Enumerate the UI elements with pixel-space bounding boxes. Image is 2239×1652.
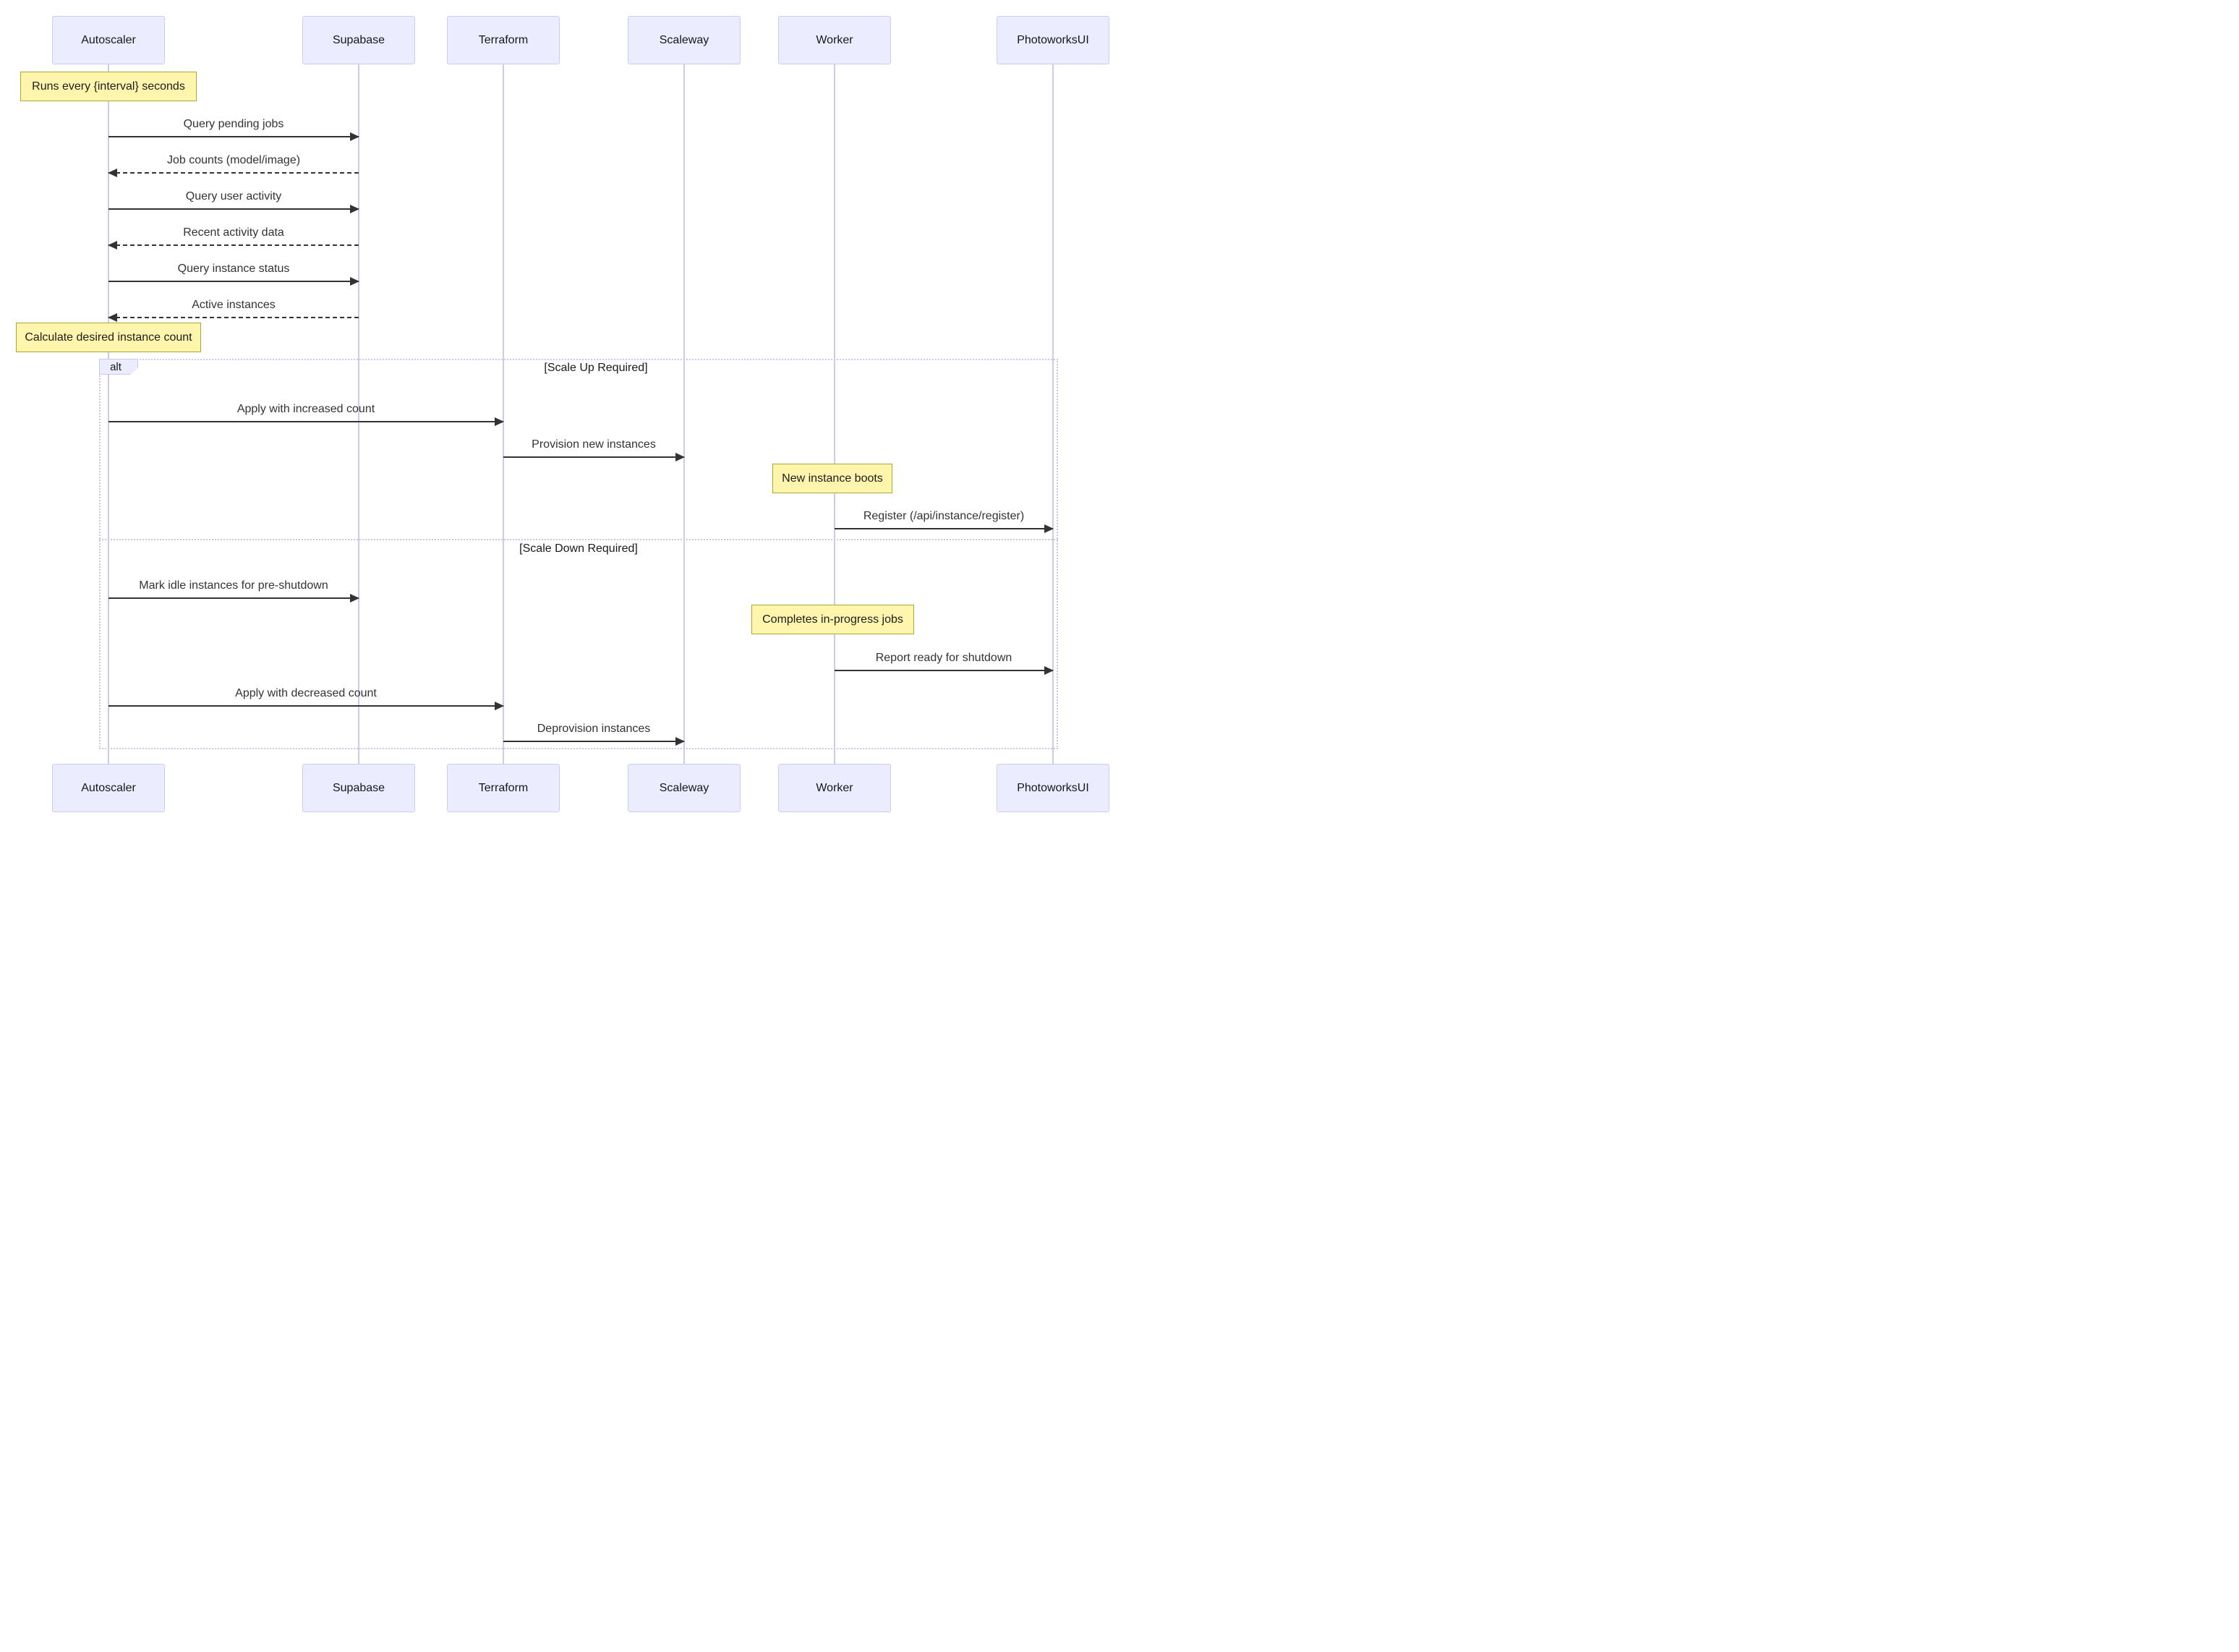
arrow-dashed: [108, 241, 359, 250]
sequence-diagram: alt [Scale Up Required] [Scale Down Requ…: [0, 0, 1120, 826]
message-label: Apply with increased count: [236, 403, 375, 415]
alt-divider: [99, 539, 1058, 540]
alt-frame-label: alt: [99, 359, 138, 375]
message-query-pending-jobs: Query pending jobs: [108, 117, 359, 141]
participant-top-photoworksui: PhotoworksUI: [997, 16, 1109, 64]
message-label: Provision new instances: [532, 438, 656, 451]
message-label: Report ready for shutdown: [875, 652, 1012, 664]
arrowhead-right-icon: [675, 453, 685, 461]
message-label: Query pending jobs: [183, 118, 284, 130]
note-calculate-desired-count: Calculate desired instance count: [16, 323, 201, 352]
participant-bottom-supabase: Supabase: [302, 764, 415, 812]
note-new-instance-boots: New instance boots: [772, 464, 892, 493]
lifeline-scaleway: [683, 64, 685, 764]
participant-top-terraform: Terraform: [447, 16, 560, 64]
lifeline-photoworksui: [1052, 64, 1054, 764]
arrow-dashed: [108, 313, 359, 322]
participant-top-worker: Worker: [778, 16, 891, 64]
message-label: Apply with decreased count: [235, 687, 377, 699]
participant-bottom-worker: Worker: [778, 764, 891, 812]
participant-top-scaleway: Scaleway: [628, 16, 741, 64]
participant-label: Autoscaler: [81, 33, 136, 46]
participant-label: Autoscaler: [81, 781, 136, 794]
message-apply-increased-count: Apply with increased count: [108, 402, 504, 426]
arrowhead-right-icon: [675, 737, 685, 746]
participant-label: PhotoworksUI: [1017, 781, 1089, 794]
message-job-counts: Job counts (model/image): [108, 153, 359, 177]
message-label: Job counts (model/image): [166, 154, 301, 166]
participant-label: Scaleway: [659, 33, 709, 46]
note-completes-in-progress: Completes in-progress jobs: [751, 605, 914, 634]
arrowhead-right-icon: [350, 277, 359, 286]
message-register-instance: Register (/api/instance/register): [835, 509, 1054, 533]
message-query-user-activity: Query user activity: [108, 190, 359, 213]
arrow-solid: [108, 205, 359, 213]
arrow-solid: [503, 737, 685, 746]
alt-condition-scale-down: [Scale Down Required]: [519, 542, 638, 555]
message-active-instances: Active instances: [108, 298, 359, 322]
arrow-solid: [108, 702, 504, 710]
participant-label: Scaleway: [659, 781, 709, 794]
participant-label: Worker: [816, 33, 853, 46]
lifeline-supabase: [358, 64, 359, 764]
arrowhead-right-icon: [350, 132, 359, 141]
message-deprovision-instances: Deprovision instances: [503, 722, 685, 746]
participant-label: Supabase: [332, 781, 385, 794]
lifeline-terraform: [503, 64, 504, 764]
message-report-ready-shutdown: Report ready for shutdown: [835, 651, 1054, 675]
participant-label: Worker: [816, 781, 853, 794]
alt-frame: [99, 359, 1058, 749]
arrowhead-left-icon: [108, 313, 117, 322]
message-label: Active instances: [192, 299, 276, 311]
participant-bottom-photoworksui: PhotoworksUI: [997, 764, 1109, 812]
message-apply-decreased-count: Apply with decreased count: [108, 686, 504, 710]
participant-top-supabase: Supabase: [302, 16, 415, 64]
participant-bottom-terraform: Terraform: [447, 764, 560, 812]
lifeline-worker: [834, 64, 835, 764]
message-query-instance-status: Query instance status: [108, 262, 359, 286]
participant-label: Terraform: [478, 33, 529, 46]
participant-label: PhotoworksUI: [1017, 33, 1089, 46]
arrow-solid: [108, 594, 359, 603]
arrowhead-right-icon: [350, 205, 359, 213]
arrow-solid: [835, 666, 1054, 675]
arrow-solid: [108, 417, 504, 426]
note-runs-every-interval: Runs every {interval} seconds: [20, 72, 197, 101]
participant-label: Supabase: [332, 33, 385, 46]
message-label: Query instance status: [177, 263, 290, 275]
arrowhead-right-icon: [495, 417, 504, 426]
lifeline-autoscaler: [108, 64, 109, 764]
arrowhead-right-icon: [495, 702, 504, 710]
arrowhead-right-icon: [1044, 524, 1054, 533]
participant-top-autoscaler: Autoscaler: [52, 16, 165, 64]
message-label: Recent activity data: [183, 226, 284, 239]
arrowhead-left-icon: [108, 241, 117, 250]
message-label: Register (/api/instance/register): [863, 510, 1025, 522]
message-mark-idle-instances: Mark idle instances for pre-shutdown: [108, 579, 359, 603]
arrowhead-right-icon: [1044, 666, 1054, 675]
arrowhead-right-icon: [350, 594, 359, 603]
participant-bottom-autoscaler: Autoscaler: [52, 764, 165, 812]
message-label: Mark idle instances for pre-shutdown: [139, 579, 328, 592]
arrow-solid: [108, 132, 359, 141]
arrow-solid: [503, 453, 685, 461]
participant-label: Terraform: [478, 781, 529, 794]
arrow-dashed: [108, 169, 359, 177]
message-label: Deprovision instances: [537, 723, 651, 735]
participant-bottom-scaleway: Scaleway: [628, 764, 741, 812]
message-provision-new-instances: Provision new instances: [503, 438, 685, 461]
arrowhead-left-icon: [108, 169, 117, 177]
message-recent-activity-data: Recent activity data: [108, 226, 359, 250]
arrow-solid: [108, 277, 359, 286]
arrow-solid: [835, 524, 1054, 533]
alt-condition-scale-up: [Scale Up Required]: [544, 362, 648, 374]
message-label: Query user activity: [185, 190, 282, 203]
